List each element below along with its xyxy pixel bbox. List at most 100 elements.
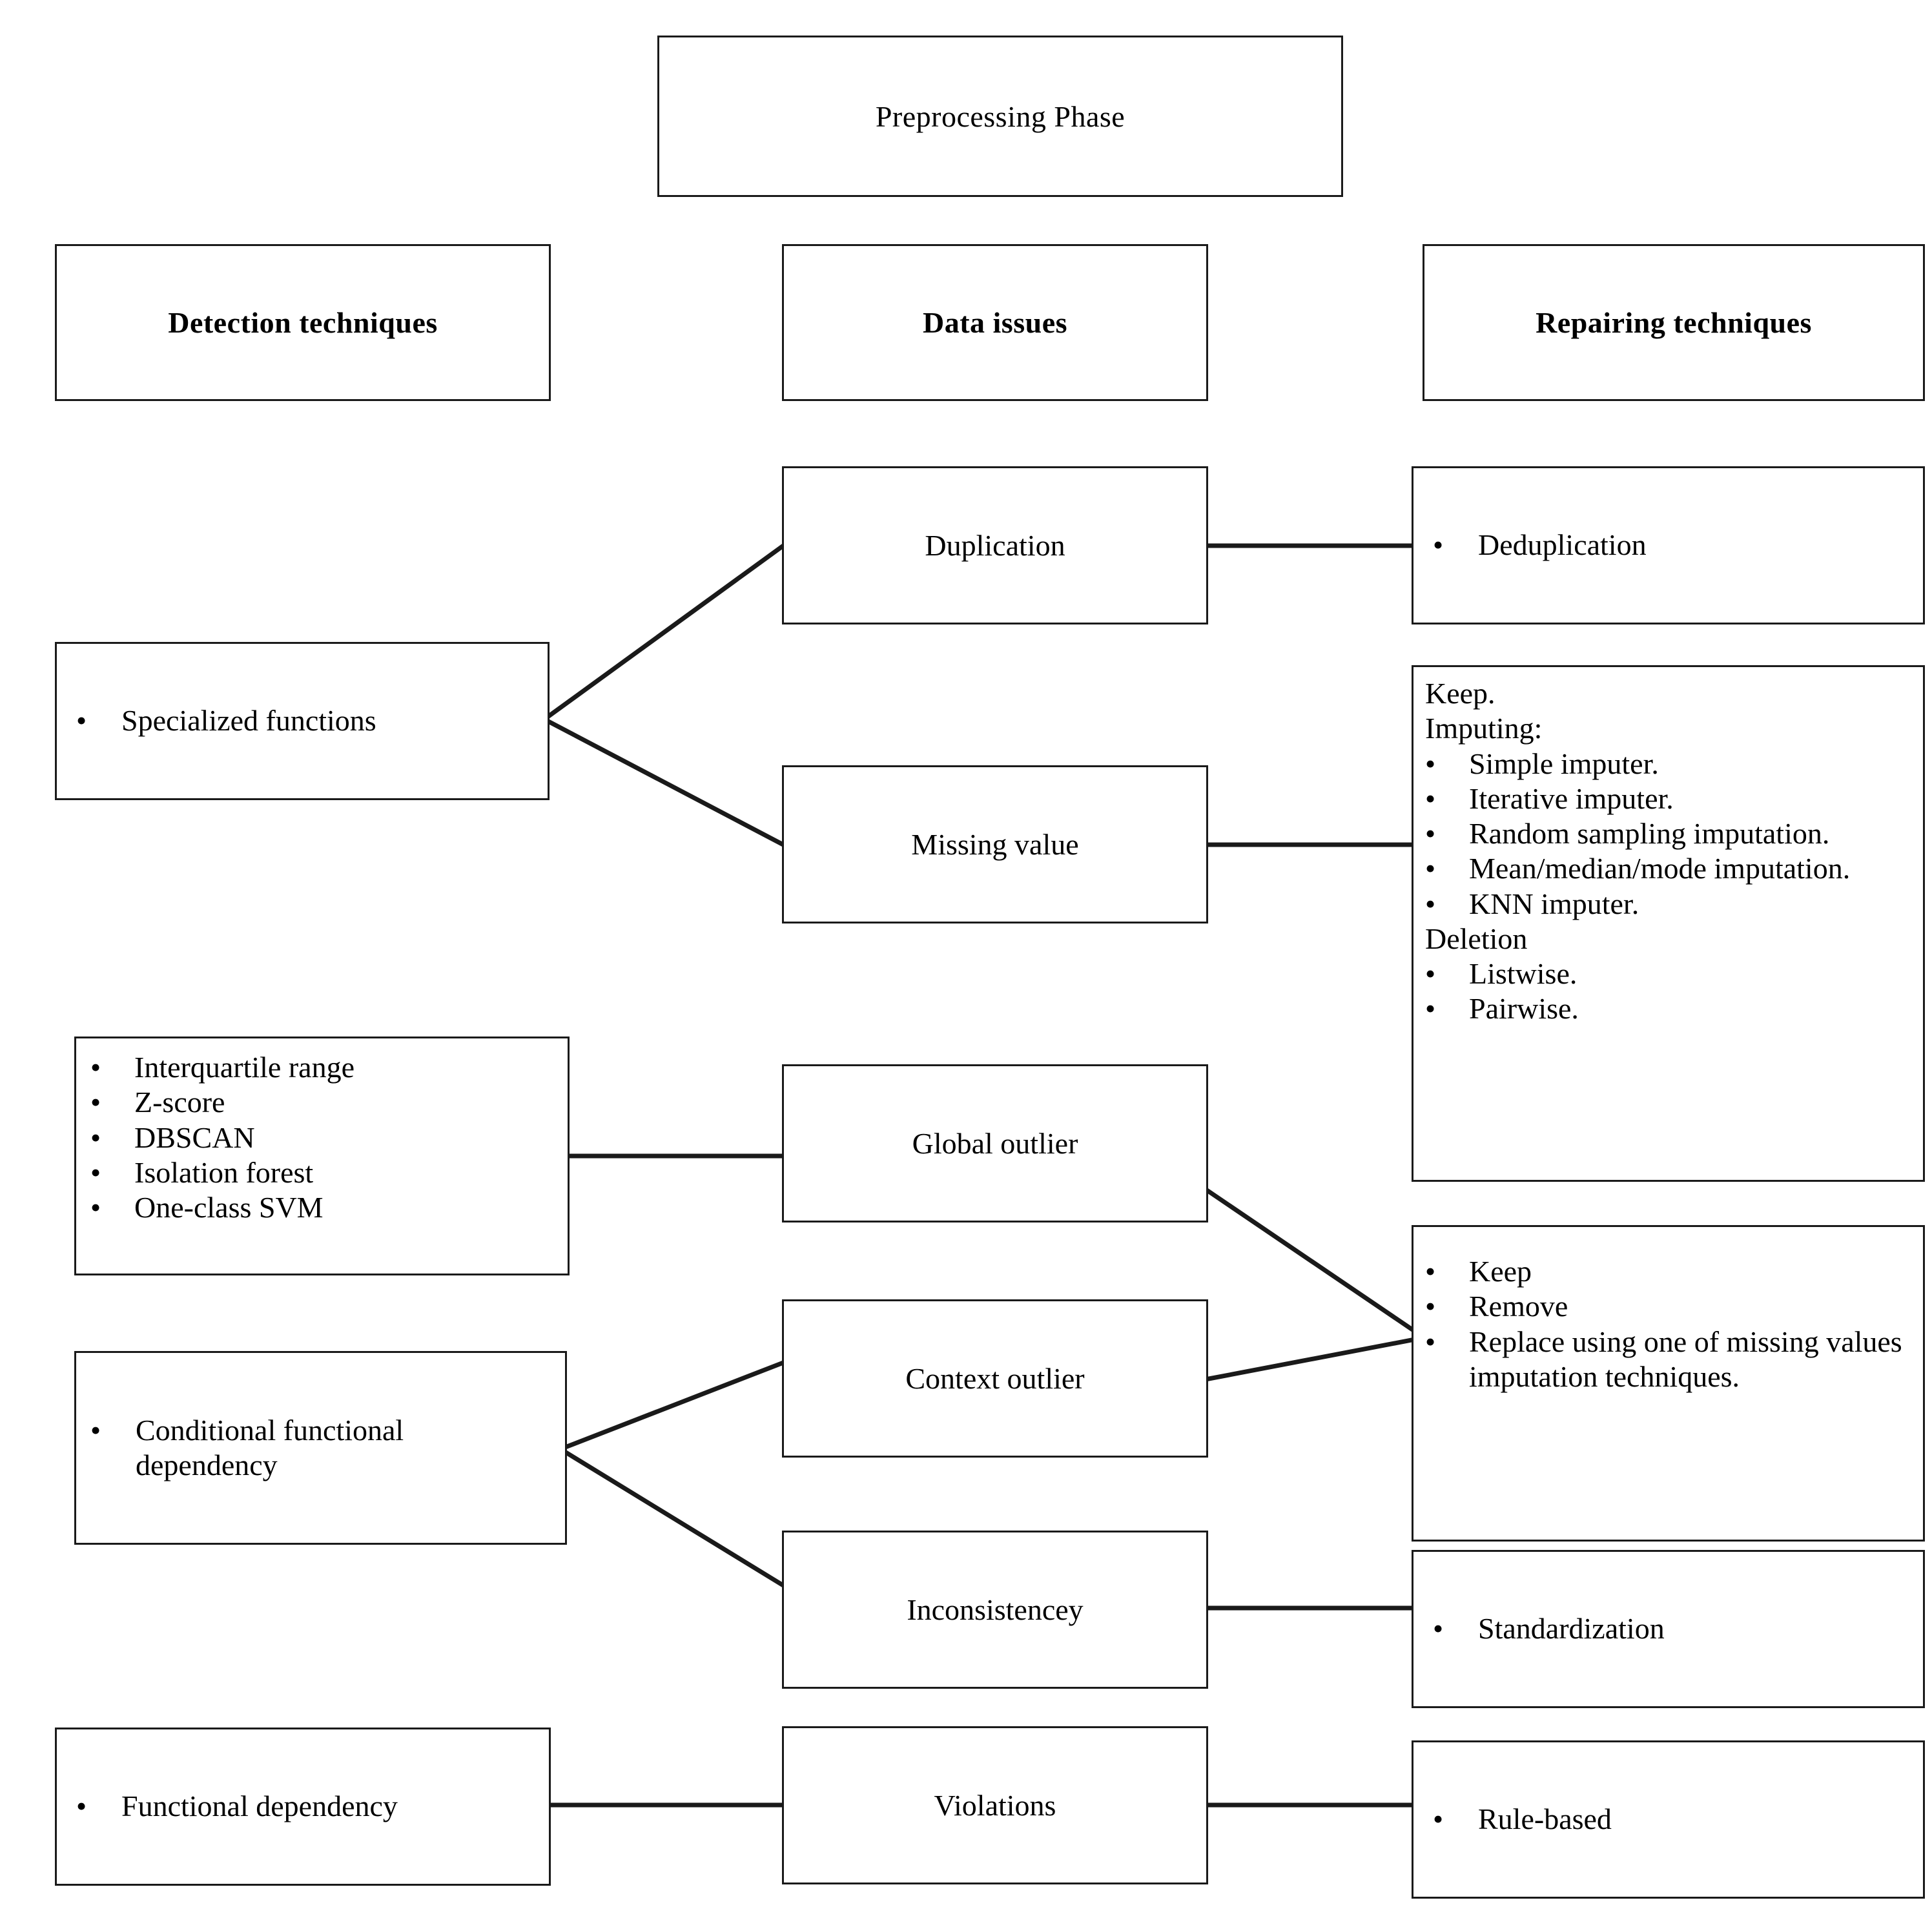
deletion-list: • Listwise. • Pairwise. bbox=[1425, 956, 1911, 1027]
bullet-icon: • bbox=[76, 1790, 87, 1823]
bullet-icon: • bbox=[1433, 528, 1444, 562]
column-header-repairing-techniques: Repairing techniques bbox=[1423, 244, 1925, 401]
outlier-repair-label: Remove bbox=[1469, 1290, 1568, 1323]
outlier-method-label: Interquartile range bbox=[134, 1051, 355, 1084]
imputing-list: • Simple imputer. • Iterative imputer. •… bbox=[1425, 747, 1911, 922]
bullet-icon: • bbox=[1425, 957, 1436, 991]
bullet-icon: • bbox=[1425, 1325, 1436, 1358]
column-header-repairing-label: Repairing techniques bbox=[1536, 306, 1812, 339]
bullet-icon: • bbox=[1425, 1290, 1436, 1323]
column-header-detection-label: Detection techniques bbox=[168, 306, 438, 339]
list-item: • Remove bbox=[1425, 1289, 1911, 1324]
imputing-item-label: Random sampling imputation. bbox=[1469, 817, 1830, 851]
bullet-icon: • bbox=[1425, 747, 1436, 780]
node-violations-label: Violations bbox=[934, 1789, 1056, 1822]
list-item: • Iterative imputer. bbox=[1425, 781, 1911, 816]
bullet-icon: • bbox=[1425, 817, 1436, 851]
node-rule-based: • Rule-based bbox=[1412, 1740, 1925, 1899]
preprocessing-phase-label: Preprocessing Phase bbox=[875, 99, 1125, 133]
outlier-repair-label: Keep bbox=[1469, 1255, 1532, 1288]
node-outlier-detection-methods: • Interquartile range • Z-score • DBSCAN… bbox=[74, 1037, 570, 1275]
rule-based-bullet-row: • Rule-based bbox=[1413, 1802, 1923, 1837]
list-item: • One-class SVM bbox=[90, 1190, 557, 1225]
bullet-icon: • bbox=[1433, 1612, 1444, 1645]
list-item: • Interquartile range bbox=[90, 1050, 557, 1085]
preprocessing-phase-box: Preprocessing Phase bbox=[657, 36, 1343, 197]
node-deduplication: • Deduplication bbox=[1412, 466, 1925, 624]
outlier-methods-list: • Interquartile range • Z-score • DBSCAN… bbox=[90, 1050, 557, 1225]
link-cfd-to-context-outlier bbox=[564, 1359, 786, 1450]
node-deduplication-label: Deduplication bbox=[1478, 528, 1647, 562]
node-functional-dependency-label: Functional dependency bbox=[121, 1790, 398, 1823]
node-cfd-label: Conditional functional dependency bbox=[136, 1413, 404, 1481]
bullet-icon: • bbox=[1425, 992, 1436, 1026]
repair-keep-line: Keep. bbox=[1425, 677, 1495, 710]
list-item: • Keep bbox=[1425, 1254, 1911, 1289]
specialized-functions-bullet-row: • Specialized functions bbox=[57, 703, 548, 738]
link-cfd-to-inconsistency bbox=[564, 1450, 786, 1589]
deletion-item-label: Listwise. bbox=[1469, 957, 1577, 991]
outlier-method-label: Z-score bbox=[134, 1086, 225, 1119]
list-item: • KNN imputer. bbox=[1425, 887, 1911, 922]
list-item: • Z-score bbox=[90, 1085, 557, 1120]
bullet-icon: • bbox=[90, 1413, 101, 1447]
list-item: • Listwise. bbox=[1425, 956, 1911, 991]
outlier-method-label: Isolation forest bbox=[134, 1155, 314, 1189]
bullet-icon: • bbox=[1425, 852, 1436, 885]
list-item: • Isolation forest bbox=[90, 1155, 557, 1190]
node-duplication-label: Duplication bbox=[925, 529, 1065, 562]
imputing-item-label: Mean/median/mode imputation. bbox=[1469, 852, 1851, 885]
repair-deletion-heading: Deletion bbox=[1425, 922, 1528, 955]
node-inconsistency-label: Inconsistencey bbox=[907, 1593, 1084, 1626]
deletion-item-label: Pairwise. bbox=[1469, 992, 1579, 1026]
column-header-data-issues: Data issues bbox=[782, 244, 1208, 401]
outlier-repair-list: • Keep • Remove • Replace using one of m… bbox=[1425, 1254, 1911, 1394]
functional-dependency-bullet-row: • Functional dependency bbox=[57, 1789, 549, 1824]
node-standardization-label: Standardization bbox=[1478, 1612, 1665, 1645]
node-specialized-functions: • Specialized functions bbox=[55, 642, 550, 800]
node-context-outlier-label: Context outlier bbox=[905, 1362, 1085, 1395]
bullet-icon: • bbox=[90, 1086, 101, 1119]
link-context-outlier-to-outlier-repair bbox=[1206, 1337, 1415, 1382]
cfd-bullet-row: • Conditional functional dependency bbox=[76, 1413, 565, 1483]
link-specialized-to-duplication bbox=[546, 542, 786, 719]
list-item: • Simple imputer. bbox=[1425, 747, 1911, 781]
link-global-outlier-to-outlier-repair bbox=[1206, 1188, 1415, 1332]
list-item: • Pairwise. bbox=[1425, 991, 1911, 1026]
bullet-icon: • bbox=[90, 1120, 101, 1154]
node-specialized-functions-label: Specialized functions bbox=[121, 704, 376, 738]
link-specialized-to-missing-value bbox=[546, 719, 786, 848]
bullet-icon: • bbox=[76, 704, 87, 738]
node-inconsistency: Inconsistencey bbox=[782, 1531, 1208, 1689]
repair-imputing-heading: Imputing: bbox=[1425, 712, 1543, 745]
standardization-bullet-row: • Standardization bbox=[1413, 1611, 1923, 1646]
outlier-method-label: One-class SVM bbox=[134, 1191, 324, 1224]
node-standardization: • Standardization bbox=[1412, 1550, 1925, 1708]
bullet-icon: • bbox=[1425, 781, 1436, 815]
bullet-icon: • bbox=[1425, 1255, 1436, 1288]
node-missing-value-repair: Keep. Imputing: • Simple imputer. • Iter… bbox=[1412, 665, 1925, 1182]
node-functional-dependency: • Functional dependency bbox=[55, 1728, 551, 1886]
node-missing-value-label: Missing value bbox=[911, 828, 1079, 861]
node-missing-value: Missing value bbox=[782, 765, 1208, 923]
outlier-method-label: DBSCAN bbox=[134, 1120, 255, 1154]
imputing-item-label: Simple imputer. bbox=[1469, 747, 1659, 780]
outlier-methods-content: • Interquartile range • Z-score • DBSCAN… bbox=[76, 1038, 568, 1232]
bullet-icon: • bbox=[1433, 1802, 1444, 1836]
node-conditional-functional-dependency: • Conditional functional dependency bbox=[74, 1351, 567, 1545]
outlier-repair-content: • Keep • Remove • Replace using one of m… bbox=[1413, 1227, 1923, 1401]
node-context-outlier: Context outlier bbox=[782, 1299, 1208, 1458]
column-header-detection-techniques: Detection techniques bbox=[55, 244, 551, 401]
list-item: • Replace using one of missing values im… bbox=[1425, 1325, 1911, 1395]
node-duplication: Duplication bbox=[782, 466, 1208, 624]
imputing-item-label: KNN imputer. bbox=[1469, 887, 1639, 920]
outlier-repair-label: Replace using one of missing values impu… bbox=[1469, 1325, 1902, 1393]
node-violations: Violations bbox=[782, 1726, 1208, 1884]
bullet-icon: • bbox=[1425, 887, 1436, 920]
bullet-icon: • bbox=[90, 1051, 101, 1084]
node-global-outlier: Global outlier bbox=[782, 1064, 1208, 1222]
node-global-outlier-label: Global outlier bbox=[912, 1127, 1078, 1160]
missing-value-repair-content: Keep. Imputing: • Simple imputer. • Iter… bbox=[1413, 667, 1923, 1033]
list-item: • DBSCAN bbox=[90, 1120, 557, 1155]
